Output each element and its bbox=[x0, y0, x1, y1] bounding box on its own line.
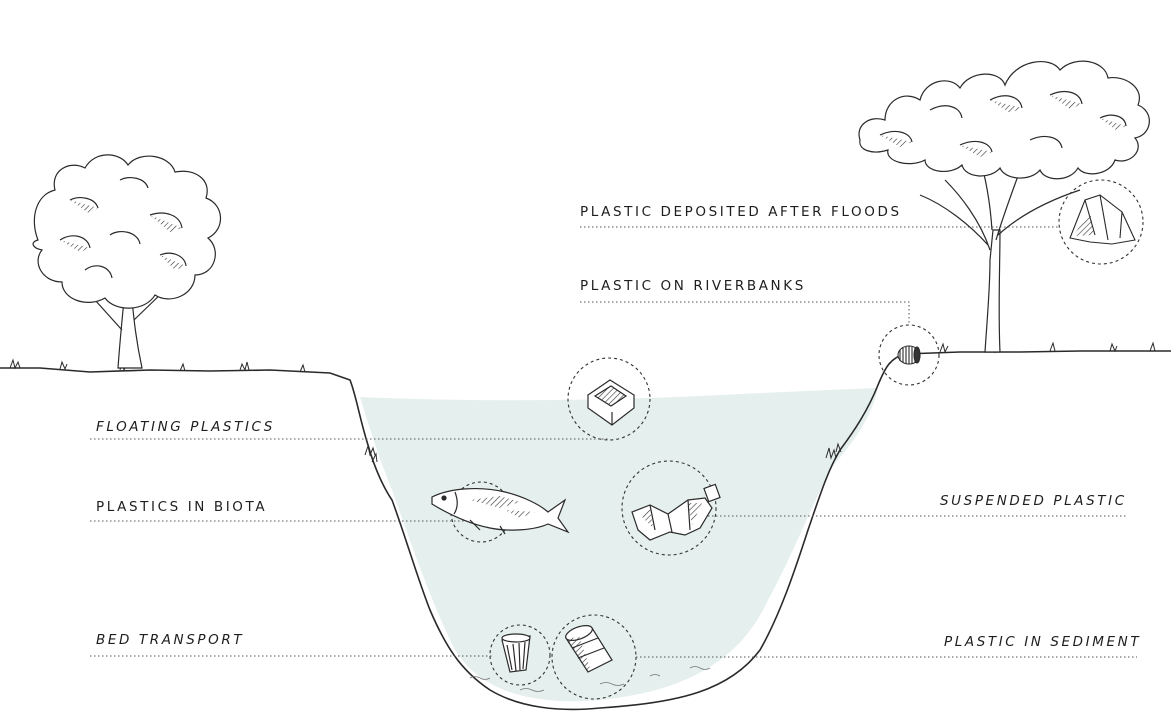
river-water bbox=[360, 388, 878, 701]
label-plastic-on-riverbanks: PLASTIC ON RIVERBANKS bbox=[580, 278, 806, 294]
label-plastic-in-sediment: PLASTIC IN SEDIMENT bbox=[944, 634, 1141, 650]
label-floating-plastics: FLOATING PLASTICS bbox=[96, 419, 275, 435]
label-bed-transport: BED TRANSPORT bbox=[96, 632, 244, 648]
bottle-cap-icon bbox=[898, 346, 920, 364]
label-suspended-plastic: SUSPENDED PLASTIC bbox=[940, 493, 1127, 509]
leader-riverbanks bbox=[580, 302, 909, 325]
plastic-bag-icon bbox=[1070, 195, 1135, 244]
deciduous-tree-icon bbox=[33, 155, 220, 368]
label-plastics-in-biota: PLASTICS IN BIOTA bbox=[96, 499, 267, 515]
label-plastic-deposited-after-floods: PLASTIC DEPOSITED AFTER FLOODS bbox=[580, 204, 902, 220]
